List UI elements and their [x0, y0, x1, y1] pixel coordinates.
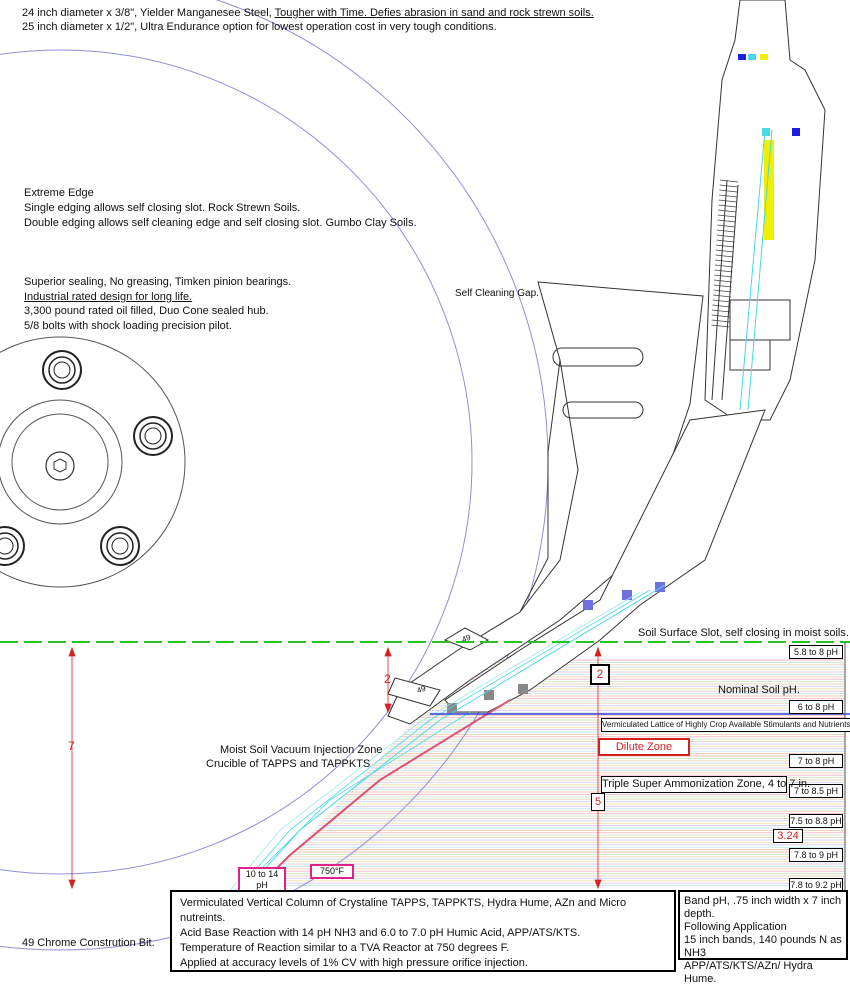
header-line-1-emphasis: Tougher with Time. Defies abrasion in sa…	[274, 7, 594, 19]
thread-line	[712, 309, 731, 313]
edge-title: Extreme Edge	[24, 187, 94, 199]
bolt-icon	[100, 526, 140, 566]
thread-line	[718, 209, 737, 213]
dimension-2-left: 2	[384, 672, 391, 686]
column-line-3: Temperature of Reaction similar to a TVA…	[180, 942, 510, 954]
band-info-box: Band pH, .75 inch width x 7 inch depth. …	[678, 890, 848, 985]
thread-line	[719, 184, 738, 188]
column-line-1: Vermiculated Vertical Column of Crystali…	[180, 897, 627, 924]
dimension-2-box: 2	[590, 664, 610, 685]
thread-line	[711, 324, 730, 328]
dilute-zone-box: Dilute Zone	[598, 738, 690, 756]
header-line-1-prefix: 24 inch diameter x 3/8", Yielder Mangane…	[22, 7, 275, 19]
hub-center-icon	[45, 451, 75, 481]
shank-threads	[711, 179, 739, 328]
thread-line	[716, 234, 735, 238]
thread-line	[716, 239, 735, 243]
self-cleaning-gap-label: Self Cleaning Gap.	[455, 288, 539, 299]
band-line-3: 15 inch bands, 140 pounds N as NH3	[684, 934, 842, 959]
bolt-icon	[0, 526, 25, 566]
ph-box: 7.8 to 9 pH	[789, 848, 843, 862]
thread-line	[712, 304, 731, 308]
thread-line	[714, 264, 733, 268]
header-line-1: 24 inch diameter x 3/8", Yielder Mangane…	[22, 6, 594, 20]
thread-line	[716, 229, 736, 233]
thread-line	[713, 294, 732, 298]
sealing-line-3: 3,300 pound rated oil filled, Duo Cone s…	[24, 305, 269, 317]
chrome-bit-label: 49 Chrome Constrution Bit.	[22, 937, 155, 949]
bolt-icon	[42, 350, 82, 390]
bolt-icon	[133, 416, 173, 456]
thread-line	[711, 319, 730, 323]
ph-box: 6 to 8 pH	[789, 700, 843, 714]
thread-line	[717, 214, 736, 218]
dimension-2-value: 2	[596, 667, 604, 681]
lattice-box: Vermiculated Lattice of Highly Crop Avai…	[601, 718, 850, 732]
thread-line	[713, 284, 732, 288]
thread-line	[714, 274, 733, 278]
triple-super-box: Triple Super Ammonization Zone, 4 to 7 i…	[601, 776, 810, 793]
dimension-7: 7	[68, 739, 75, 753]
header-line-2: 25 inch diameter x 1/2", Ultra Endurance…	[22, 21, 497, 33]
thread-line	[716, 244, 735, 248]
thread-line	[711, 314, 730, 318]
thread-line	[717, 224, 736, 228]
column-line-4: Applied at accuracy levels of 1% CV with…	[180, 957, 528, 969]
thread-line	[715, 254, 734, 258]
vacuum-zone-line-1: Moist Soil Vacuum Injection Zone	[220, 744, 383, 756]
thread-line	[713, 279, 733, 283]
edge-line-1: Single edging allows self closing slot. …	[24, 202, 301, 214]
thread-line	[719, 179, 739, 183]
edge-line-2: Double edging allows self cleaning edge …	[24, 217, 417, 229]
thread-line	[719, 189, 738, 193]
ph-box: 7.5 to 8.8 pH	[789, 814, 843, 828]
thread-line	[715, 259, 734, 263]
sealing-line-2: Industrial rated design for long life.	[24, 291, 193, 303]
thread-line	[718, 199, 737, 203]
ph-box: 7 to 8.5 pH	[789, 784, 843, 798]
soil-surface-label: Soil Surface Slot, self closing in moist…	[638, 627, 849, 639]
column-info-box: Vermiculated Vertical Column of Crystali…	[170, 890, 676, 972]
sealing-line-1: Superior sealing, No greasing, Timken pi…	[24, 276, 292, 288]
band-line-4: APP/ATS/KTS/AZn/ Hydra Hume.	[684, 960, 813, 985]
hub-flange	[0, 336, 186, 588]
thread-line	[718, 204, 737, 208]
coulter-disc	[0, 0, 549, 951]
band-line-1: Band pH, .75 inch width x 7 inch depth.	[684, 895, 842, 920]
vacuum-zone-line-2: Crucible of TAPPS and TAPPKTS	[206, 758, 371, 770]
band-line-2: Following Application	[684, 921, 787, 933]
thread-line	[712, 299, 731, 303]
thread-line	[713, 289, 732, 293]
thread-line	[717, 219, 736, 223]
yellow-bar	[764, 140, 774, 240]
hub-bolts	[0, 350, 173, 566]
nominal-ph-label: Nominal Soil pH.	[718, 684, 800, 696]
sealing-line-4: 5/8 bolts with shock loading precision p…	[24, 320, 232, 332]
column-line-2: Acid Base Reaction with 14 pH NH3 and 6.…	[180, 927, 581, 939]
thread-line	[719, 194, 738, 198]
dimension-5-box: 5	[591, 793, 605, 811]
value-324-box: 3.24	[773, 829, 803, 843]
temperature-tag: 750°F	[310, 864, 354, 879]
ph-box: 5.8 to 8 pH	[789, 645, 843, 659]
dimension-5-value: 5	[594, 796, 602, 808]
hub-body	[0, 399, 123, 525]
value-324: 3.24	[777, 830, 799, 842]
thread-line	[715, 249, 734, 253]
shank-accents	[447, 54, 800, 713]
ph-box: 7 to 8 pH	[789, 754, 843, 768]
thread-line	[714, 269, 733, 273]
dimension-lines	[68, 646, 602, 890]
